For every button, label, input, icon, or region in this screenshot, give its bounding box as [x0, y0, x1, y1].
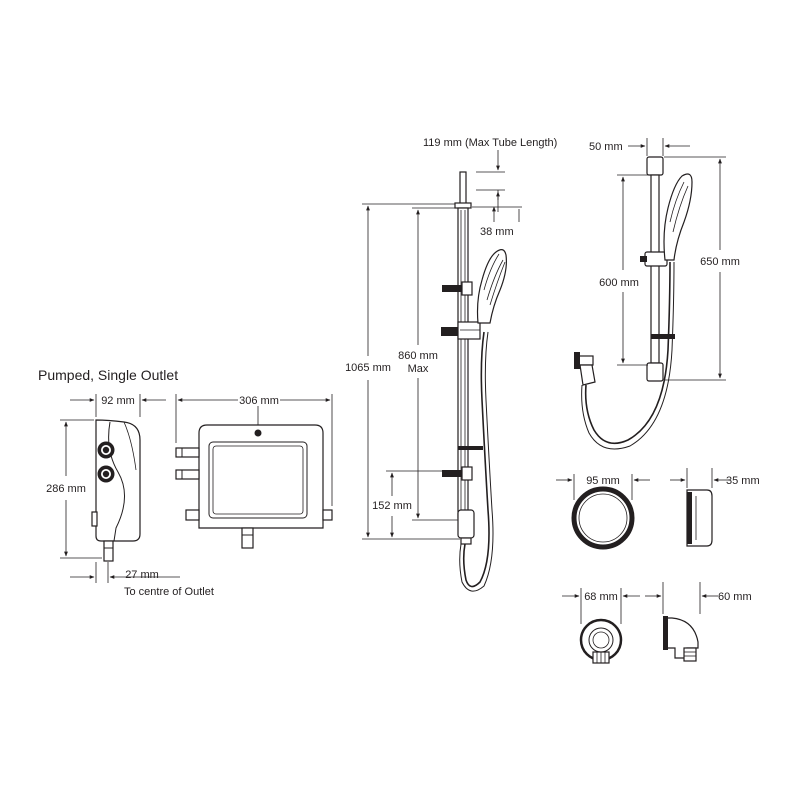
round-soap-dish-side [686, 489, 713, 547]
round-soap-dish-front [571, 486, 635, 550]
label-elbow-68: 68 mm [584, 591, 618, 603]
dimension-rail-152: 152 mm [372, 470, 442, 538]
wall-outlet-elbow [457, 509, 475, 545]
kit-hose [584, 261, 671, 445]
dimension-outlet-offset: 27 mm To centre of Outlet [70, 562, 214, 598]
kit-soap-dish [651, 334, 675, 339]
diagram-title: Pumped, Single Outlet [38, 367, 178, 383]
control-knob-upper [97, 441, 115, 459]
dimension-backplate-width: 306 mm [175, 394, 333, 506]
soap-dish-on-rail [458, 446, 483, 450]
label-unit-width: 92 mm [101, 395, 135, 407]
dimension-kit-650: 650 mm [664, 156, 740, 381]
kit-slider [644, 251, 668, 267]
label-tube-38: 38 mm [480, 226, 514, 238]
label-outlet-offset: 27 mm [125, 569, 159, 581]
rail-bracket-lower [442, 466, 473, 481]
control-knob-lower [97, 465, 115, 483]
wall-elbow-front [579, 618, 623, 664]
dimension-unit-width: 92 mm [70, 394, 166, 417]
dimension-kit-600: 600 mm [599, 174, 648, 366]
label-rail-152: 152 mm [372, 500, 412, 512]
label-soap-95: 95 mm [586, 475, 620, 487]
dimension-elbow-60: 60 mm [645, 582, 752, 614]
dimension-tube-38: 38 mm [472, 206, 522, 238]
wall-elbow-side [663, 616, 699, 662]
label-rail-860: 860 mm [398, 350, 438, 362]
label-elbow-60: 60 mm [718, 591, 752, 603]
dimension-soap-35: 35 mm [670, 468, 760, 488]
shower-kit-view [574, 156, 693, 450]
rail-slider [441, 321, 481, 340]
dimension-max-tube: 119 mm (Max Tube Length) [423, 137, 557, 212]
label-rail-860-max: Max [408, 363, 429, 375]
label-kit-650: 650 mm [700, 256, 740, 268]
outlet-pipe [103, 540, 114, 562]
shower-unit-side-view [91, 419, 141, 562]
label-outlet-note: To centre of Outlet [124, 586, 214, 598]
label-soap-35: 35 mm [726, 475, 760, 487]
kit-wall-outlet [574, 352, 596, 386]
dimension-elbow-68: 68 mm [562, 588, 640, 624]
label-kit-600: 600 mm [599, 277, 639, 289]
label-kit-50: 50 mm [589, 141, 623, 153]
riser-rail-assembly [441, 171, 507, 592]
shower-hose [462, 331, 490, 588]
dimension-kit-50: 50 mm [589, 138, 690, 156]
label-rail-1065: 1065 mm [345, 362, 391, 374]
shower-handset [476, 249, 507, 324]
label-backplate-width: 306 mm [239, 395, 279, 407]
dimension-soap-95: 95 mm [556, 474, 650, 500]
unit-backplate-view [175, 424, 333, 549]
dimension-rail-1065: 1065 mm [345, 203, 460, 540]
dimension-unit-height: 286 mm [46, 419, 102, 559]
label-unit-height: 286 mm [46, 483, 86, 495]
dimension-rail-860: 860 mm Max [398, 207, 458, 521]
rail-bracket-upper [442, 281, 473, 296]
label-max-tube: 119 mm (Max Tube Length) [423, 137, 557, 149]
